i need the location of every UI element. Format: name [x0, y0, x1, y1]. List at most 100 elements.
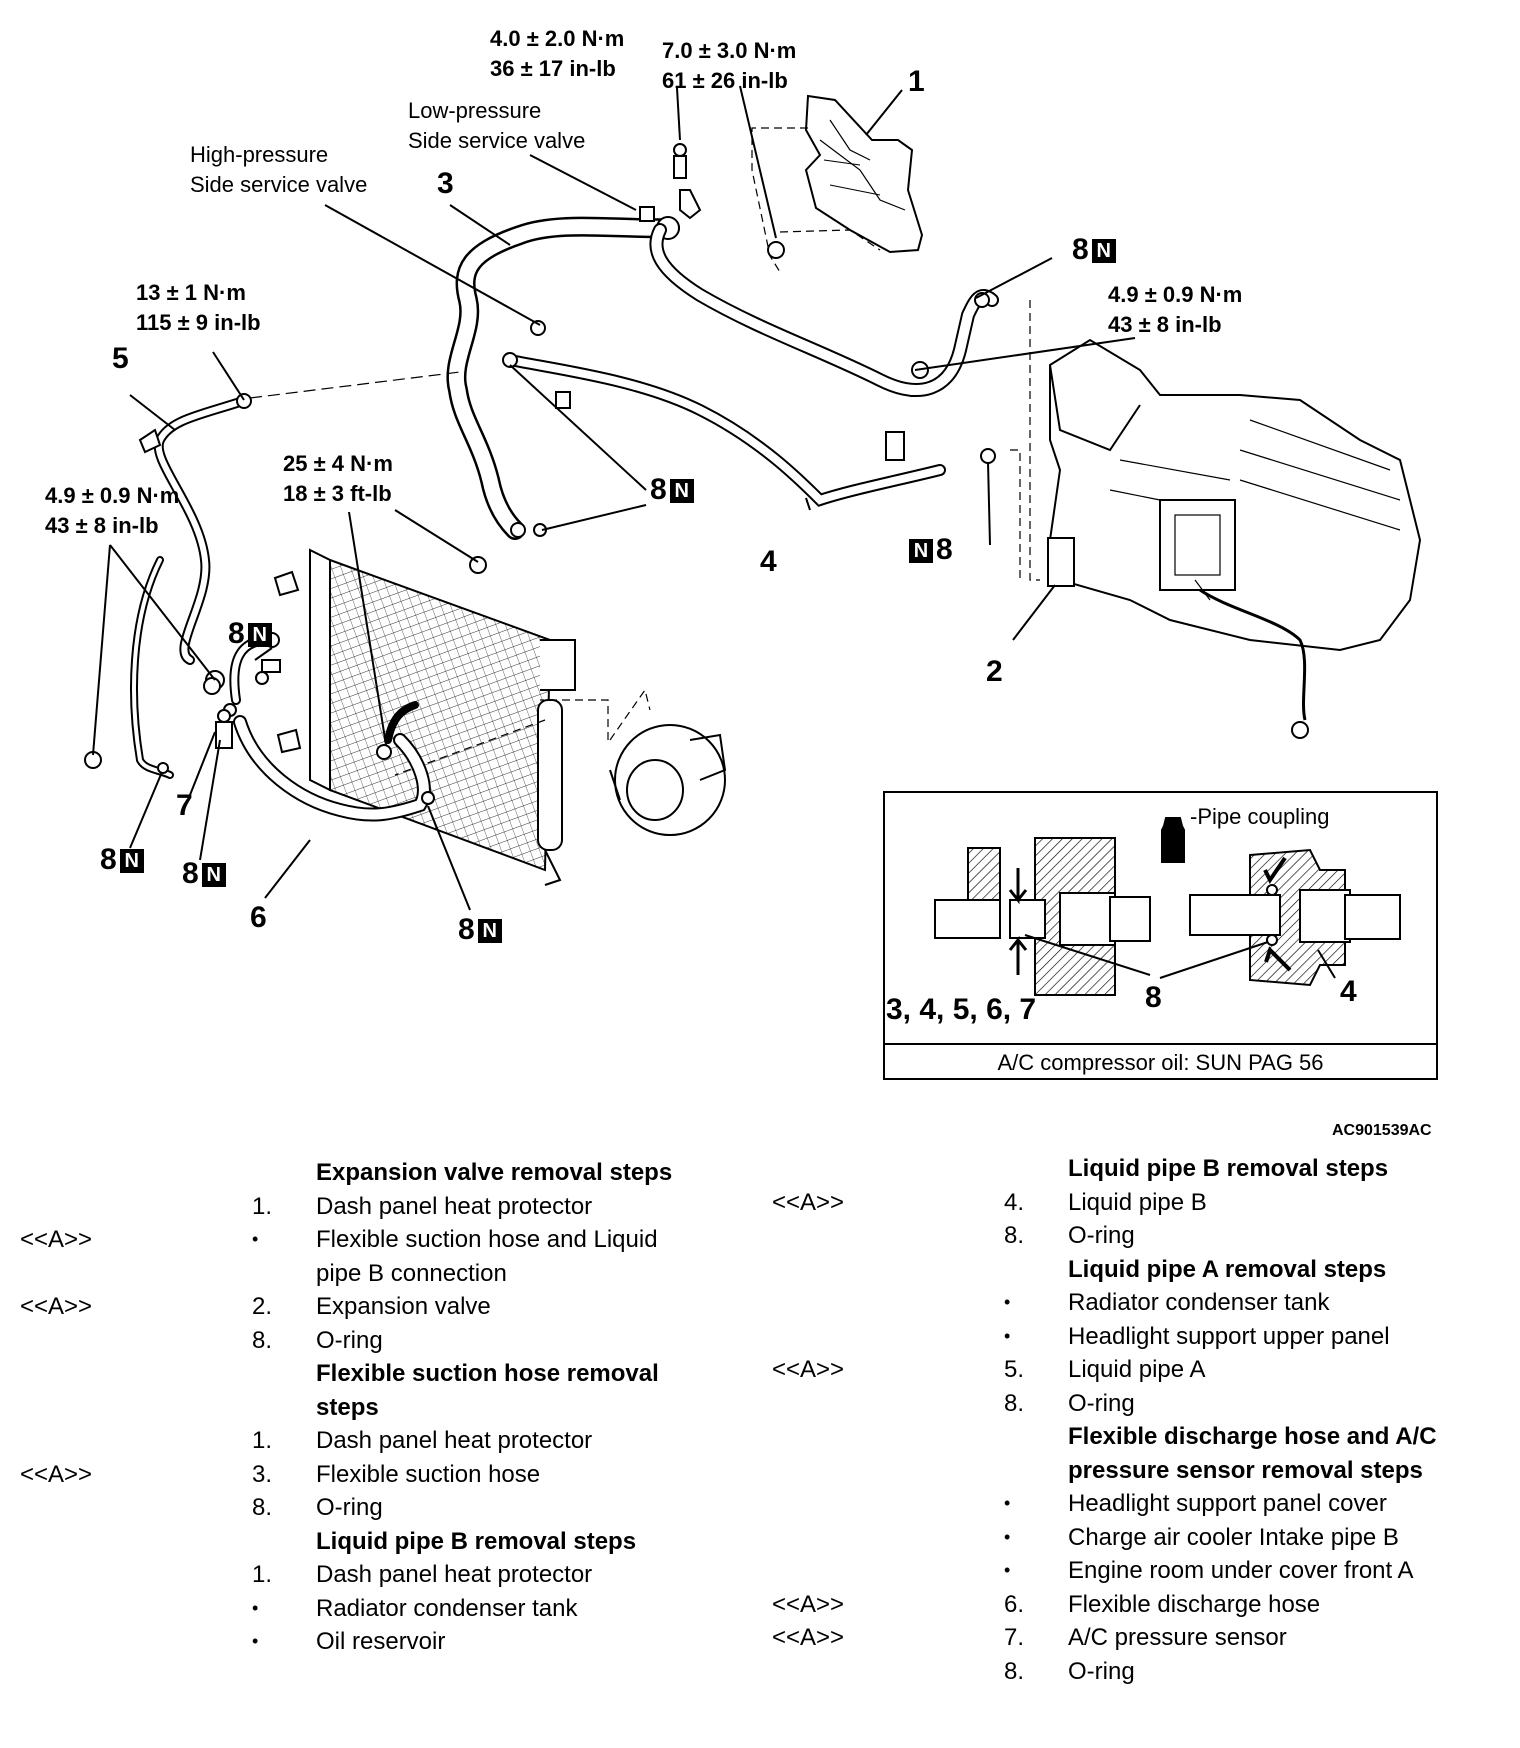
- step-heading: Liquid pipe B removal steps: [20, 1525, 740, 1559]
- step-text: Liquid pipe A removal steps: [1068, 1255, 1387, 1283]
- inset-parts-label: 3, 4, 5, 6, 7: [886, 993, 1037, 1026]
- step-text: Liquid pipe A: [1068, 1356, 1206, 1383]
- step-marker: <<A>>: [772, 1624, 845, 1651]
- step-text: Liquid pipe B: [1068, 1188, 1207, 1216]
- step-text: pipe B connection: [316, 1259, 507, 1287]
- step-text: Charge air cooler Intake pipe B: [1068, 1523, 1399, 1551]
- dash-panel-heat-protector: [804, 94, 924, 254]
- step-heading: pressure sensor removal steps: [772, 1454, 1512, 1488]
- step-text: O-ring: [1068, 1222, 1135, 1249]
- step-text: Expansion valve removal steps: [316, 1159, 673, 1186]
- step-text: Expansion valve: [316, 1293, 491, 1320]
- step-number: 1.: [252, 1192, 273, 1220]
- step-item: <<A>>5.Liquid pipe A: [772, 1353, 1512, 1387]
- inset-drawing: [934, 817, 1401, 996]
- step-number: •: [1004, 1292, 1011, 1312]
- step-marker: <<A>>: [772, 1188, 845, 1216]
- step-number: 5.: [1004, 1356, 1025, 1383]
- steps-right-column: Liquid pipe B removal steps<<A>>4.Liquid…: [772, 1152, 1512, 1688]
- step-item: • Headlight support upper panel: [772, 1320, 1512, 1354]
- step-item: 8.O-ring: [772, 1387, 1512, 1421]
- nonreusable-icon: N: [669, 479, 694, 504]
- step-text: O-ring: [1068, 1389, 1135, 1417]
- step-text: Liquid pipe B removal steps: [316, 1527, 637, 1555]
- callout-7: 7: [176, 789, 193, 822]
- step-text: steps: [316, 1393, 379, 1421]
- oil-bottle-icon: [1161, 817, 1185, 863]
- step-item: 8.O-ring: [20, 1491, 740, 1525]
- step-text: Flexible discharge hose: [1068, 1590, 1321, 1618]
- pipe-coupling-legend: -Pipe coupling: [1190, 804, 1330, 829]
- leader-lines: [92, 85, 1136, 911]
- step-number: 1.: [252, 1427, 273, 1454]
- step-item: 8. O-ring: [772, 1655, 1512, 1689]
- inset-pipe-label: 4: [1340, 975, 1357, 1008]
- step-number: •: [252, 1597, 259, 1618]
- step-number: •: [252, 1631, 259, 1651]
- step-heading: Flexible discharge hose and A/C: [772, 1420, 1512, 1454]
- step-number: •: [1004, 1526, 1011, 1547]
- step-number: 8.: [1004, 1222, 1025, 1249]
- step-text: Dash panel heat protector: [316, 1192, 593, 1220]
- step-item: <<A>>2.Expansion valve: [20, 1290, 740, 1324]
- step-number: 3.: [252, 1460, 273, 1488]
- nonreusable-icon: N: [477, 919, 502, 944]
- step-item: •Engine room under cover front A: [772, 1554, 1512, 1588]
- step-text: Radiator condenser tank: [316, 1594, 578, 1622]
- step-item: 1.Dash panel heat protector: [20, 1558, 740, 1592]
- step-number: •: [1004, 1325, 1011, 1346]
- step-marker: <<A>>: [20, 1460, 93, 1488]
- step-item: • Headlight support panel cover: [772, 1487, 1512, 1521]
- step-text: Liquid pipe B removal steps: [1068, 1155, 1389, 1182]
- step-text: O-ring: [1068, 1657, 1135, 1685]
- step-heading: Liquid pipe B removal steps: [772, 1152, 1512, 1186]
- condenser: [309, 548, 576, 886]
- step-text: A/C pressure sensor: [1068, 1624, 1287, 1651]
- step-item: •Radiator condenser tank: [772, 1286, 1512, 1320]
- callout-1: 1: [908, 65, 925, 98]
- step-heading: Expansion valve removal steps: [20, 1156, 740, 1190]
- step-text: Headlight support panel cover: [1068, 1490, 1387, 1517]
- step-text: Headlight support upper panel: [1068, 1322, 1390, 1350]
- step-text: Flexible suction hose and Liquid: [316, 1226, 658, 1253]
- step-item: • Charge air cooler Intake pipe B: [772, 1521, 1512, 1555]
- step-number: 8.: [1004, 1657, 1025, 1685]
- step-heading: Flexible suction hose removal: [20, 1357, 740, 1391]
- step-number: 2.: [252, 1293, 273, 1320]
- step-number: •: [1004, 1493, 1011, 1513]
- step-number: 8.: [252, 1326, 273, 1354]
- step-heading: Liquid pipe A removal steps: [772, 1253, 1512, 1287]
- step-text: O-ring: [316, 1494, 383, 1521]
- step-number: 6.: [1004, 1590, 1025, 1618]
- callout-3: 3: [437, 167, 454, 200]
- nonreusable-icon: N: [119, 849, 144, 874]
- step-item: 8. O-ring: [20, 1324, 740, 1358]
- step-item: <<A>>7.A/C pressure sensor: [772, 1621, 1512, 1655]
- step-text: O-ring: [316, 1326, 383, 1354]
- compressor: [609, 724, 727, 836]
- step-item: 8. O-ring: [772, 1219, 1512, 1253]
- step-text: Oil reservoir: [316, 1628, 446, 1655]
- step-marker: <<A>>: [20, 1226, 93, 1253]
- callout-5: 5: [112, 342, 129, 375]
- step-heading: steps: [20, 1391, 740, 1425]
- callout-6: 6: [250, 901, 267, 934]
- step-text: Engine room under cover front A: [1068, 1557, 1414, 1584]
- callout-4: 4: [760, 545, 777, 578]
- callout-2: 2: [986, 655, 1003, 688]
- nonreusable-icon: N: [909, 539, 933, 564]
